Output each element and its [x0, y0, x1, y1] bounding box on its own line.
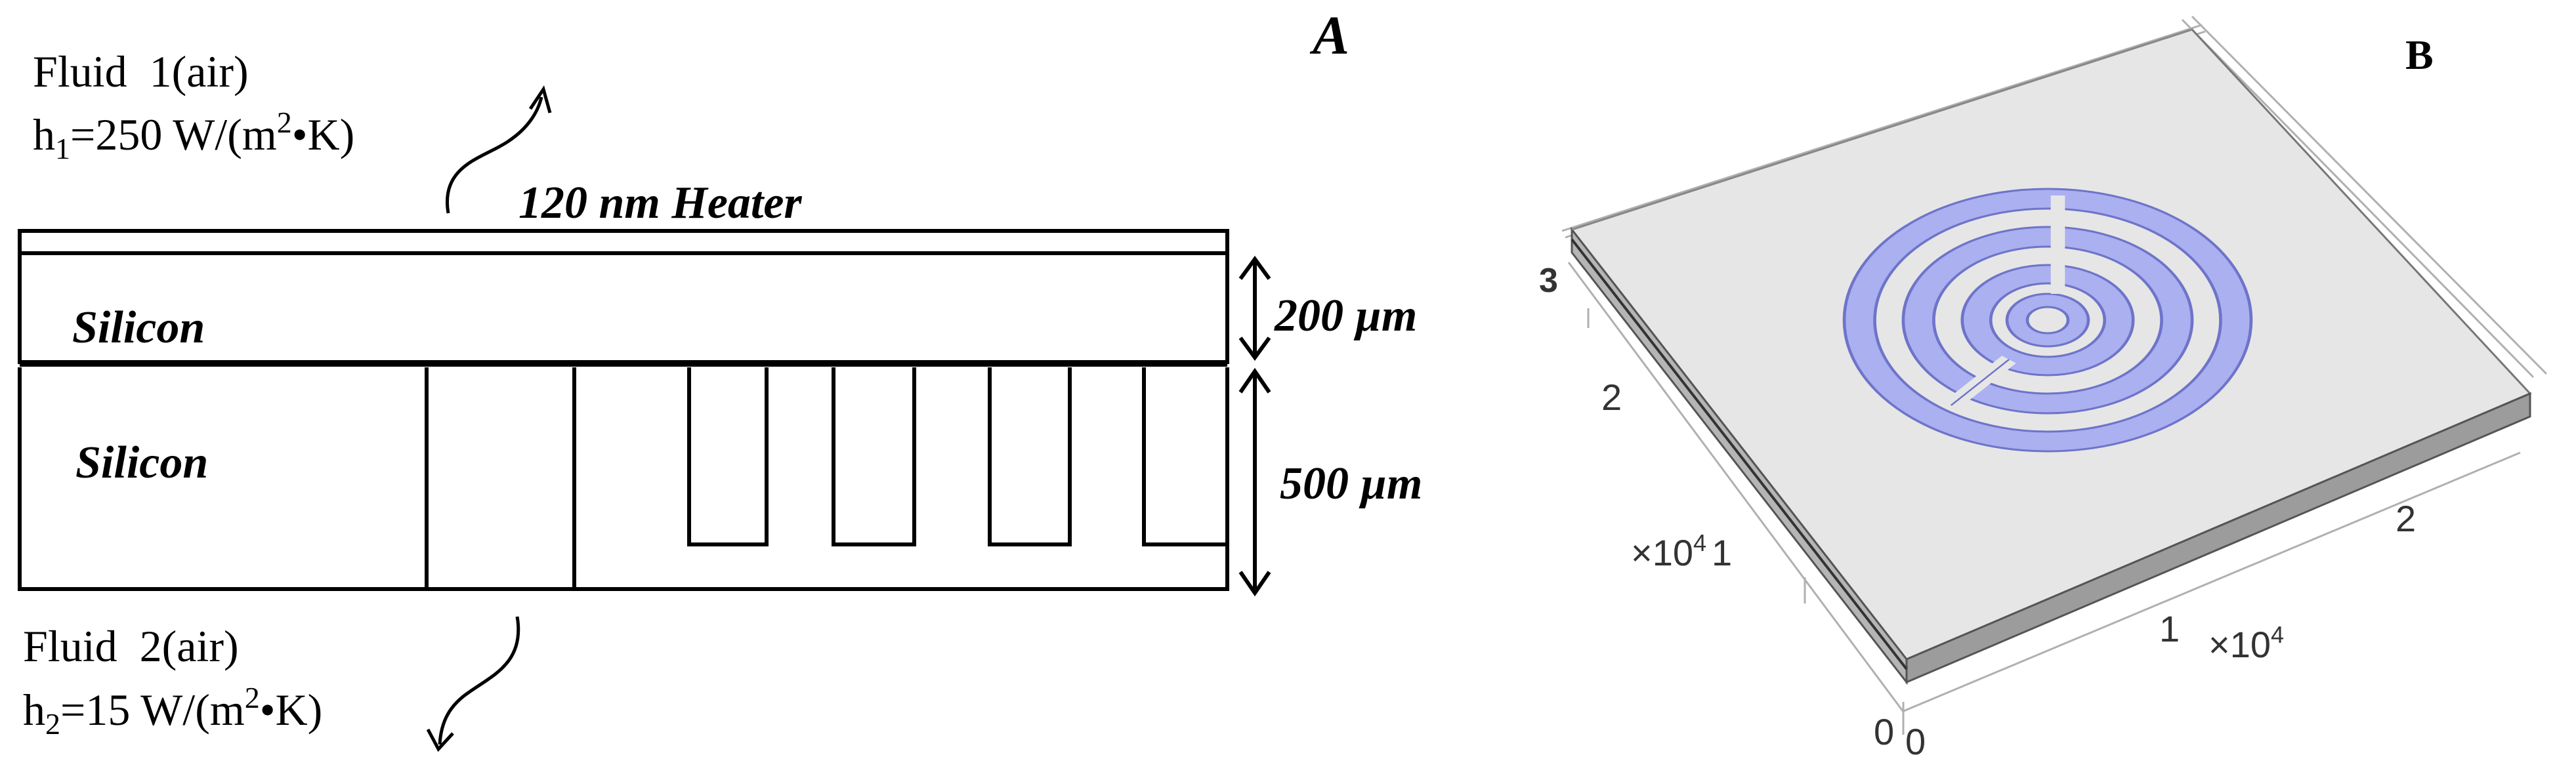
fluid-2-label: Fluid 2(air) [23, 621, 239, 671]
x-axis-exponent: ×104 [2208, 621, 2284, 665]
h2-symbol: h [23, 685, 45, 735]
x-axis-tick-2: 2 [2396, 498, 2416, 539]
silicon-lower-label: Silicon [75, 438, 208, 488]
h2-subscript: 2 [45, 707, 60, 741]
h2-value: =15 W/(m [60, 685, 245, 735]
panel-a: A Fluid 1(air) h1=250 W/(m2•K) 120 nm He… [18, 5, 1422, 752]
dimension-200um [1238, 255, 1271, 361]
h1-value: =250 W/(m [70, 110, 277, 159]
h2-unit-end: •K) [260, 685, 323, 735]
silicon-lower-outline [18, 367, 1229, 591]
h1-superscript: 2 [277, 106, 292, 139]
x-axis-tick-1: 1 [2159, 608, 2180, 649]
heat-flow-arrowhead-down [426, 728, 454, 752]
plate-side-right [1905, 392, 2531, 684]
panel-b: B [1539, 15, 2548, 762]
h1-unit-end: •K) [292, 110, 355, 159]
heater-label: 120 nm Heater [518, 178, 802, 228]
fin-2 [832, 367, 916, 546]
dimension-500um [1238, 367, 1271, 597]
fluid-1-coefficient: h1=250 W/(m2•K) [33, 106, 354, 165]
fluid-2-coefficient: h2=15 W/(m2•K) [23, 681, 322, 741]
heat-flow-arrow-down [438, 616, 520, 745]
fin-3 [988, 367, 1072, 546]
heater-layer [18, 229, 1229, 255]
heat-flow-arrowhead-up [528, 85, 552, 113]
dimension-500um-label: 500 µm [1280, 459, 1422, 509]
origin-y-label: 0 [1874, 711, 1894, 752]
h2-superscript: 2 [245, 681, 260, 714]
origin-x-label: 0 [1905, 721, 1926, 762]
z-axis-tick-3: 3 [1539, 262, 1558, 300]
spiral-heater [1842, 188, 2253, 453]
h1-subscript: 1 [55, 132, 70, 165]
heat-flow-arrow-up [445, 96, 543, 214]
panel-a-label: A [1309, 5, 1349, 66]
fluid-1-label: Fluid 1(air) [33, 47, 249, 96]
dimension-200um-label: 200 µm [1274, 291, 1417, 341]
y-axis-tick-2: 2 [1601, 377, 1622, 418]
plate-front-edge [1571, 238, 1908, 670]
fin-4 [1142, 367, 1227, 546]
silicon-upper-layer [18, 251, 1229, 364]
h1-symbol: h [33, 110, 55, 159]
fin-1 [687, 367, 769, 546]
plate-back-edge [1571, 28, 2193, 231]
silicon-upper-label: Silicon [72, 302, 205, 353]
panel-b-label: B [2405, 31, 2434, 78]
